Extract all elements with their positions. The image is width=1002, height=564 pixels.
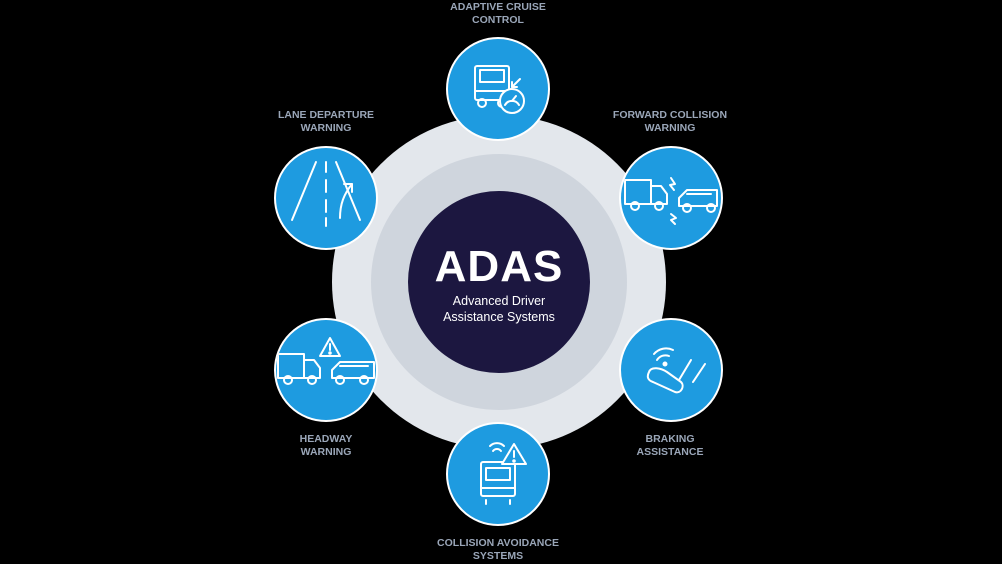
label-line: WARNING xyxy=(644,122,696,134)
label-forward-collision-warning: FORWARD COLLISION WARNING xyxy=(585,109,755,135)
center-subtitle-line2: Assistance Systems xyxy=(443,310,555,324)
adas-center-circle: ADAS Advanced Driver Assistance Systems xyxy=(408,191,590,373)
label-headway-warning: HEADWAY WARNING xyxy=(241,433,411,459)
label-braking-assistance: BRAKING ASSISTANCE xyxy=(585,433,755,459)
label-line: CONTROL xyxy=(472,14,524,26)
label-line: ADAPTIVE CRUISE xyxy=(450,1,546,13)
brake-pedal-icon xyxy=(646,347,706,394)
lane-road-icon xyxy=(291,161,361,227)
label-line: ASSISTANCE xyxy=(636,446,704,458)
truck-warning-signal-icon xyxy=(480,442,527,505)
label-line: SYSTEMS xyxy=(472,550,524,562)
node-lane-departure-warning xyxy=(274,146,378,250)
center-title: ADAS xyxy=(434,242,564,291)
label-line: WARNING xyxy=(300,122,352,134)
center-subtitle-line1: Advanced Driver xyxy=(452,294,546,308)
label-line: BRAKING xyxy=(645,433,695,445)
center-subtitle: Advanced Driver Assistance Systems xyxy=(408,293,590,325)
node-headway-warning xyxy=(274,318,378,422)
node-adaptive-cruise-control xyxy=(446,37,550,141)
label-line: FORWARD COLLISION xyxy=(612,109,728,121)
truck-car-warning-icon xyxy=(277,337,375,385)
label-line: WARNING xyxy=(300,446,352,458)
truck-speedometer-icon xyxy=(474,65,525,114)
truck-car-collision-icon xyxy=(624,177,718,225)
label-line: COLLISION AVOIDANCE xyxy=(437,537,559,549)
label-collision-avoidance-systems: COLLISION AVOIDANCE SYSTEMS xyxy=(413,537,583,563)
label-line: HEADWAY xyxy=(299,433,353,445)
label-adaptive-cruise-control: ADAPTIVE CRUISE CONTROL xyxy=(413,1,583,27)
node-forward-collision-warning xyxy=(619,146,723,250)
node-braking-assistance xyxy=(619,318,723,422)
label-lane-departure-warning: LANE DEPARTURE WARNING xyxy=(241,109,411,135)
node-collision-avoidance-systems xyxy=(446,422,550,526)
label-line: LANE DEPARTURE xyxy=(277,109,375,121)
